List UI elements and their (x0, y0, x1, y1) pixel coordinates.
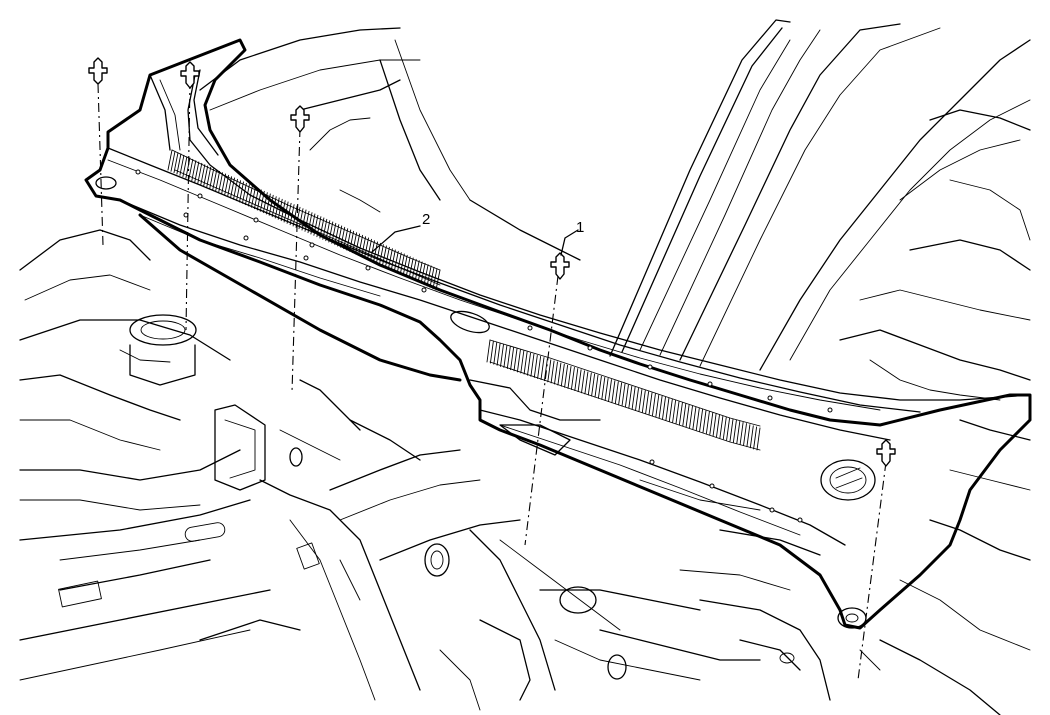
air-inlet-panel (84, 38, 1032, 630)
louver-grille-left (167, 149, 441, 291)
fastener-set (88, 57, 896, 467)
callout-label-1: 1 (576, 219, 585, 236)
fastener-screw-a (88, 57, 108, 85)
fastener-centerlines (97, 79, 887, 681)
fastener-screw-d (550, 252, 570, 280)
body-structure (19, 19, 1031, 715)
leader-line-2 (371, 225, 421, 253)
louver-grille-right (486, 339, 761, 451)
leader-line-1 (560, 229, 579, 256)
callout-label-2: 2 (422, 211, 431, 228)
fastener-screw-b (180, 61, 200, 89)
panel-holes (135, 169, 833, 523)
fastener-screw-c (290, 105, 310, 133)
fastener-screw-e (876, 439, 896, 467)
leader-lines (371, 225, 579, 256)
